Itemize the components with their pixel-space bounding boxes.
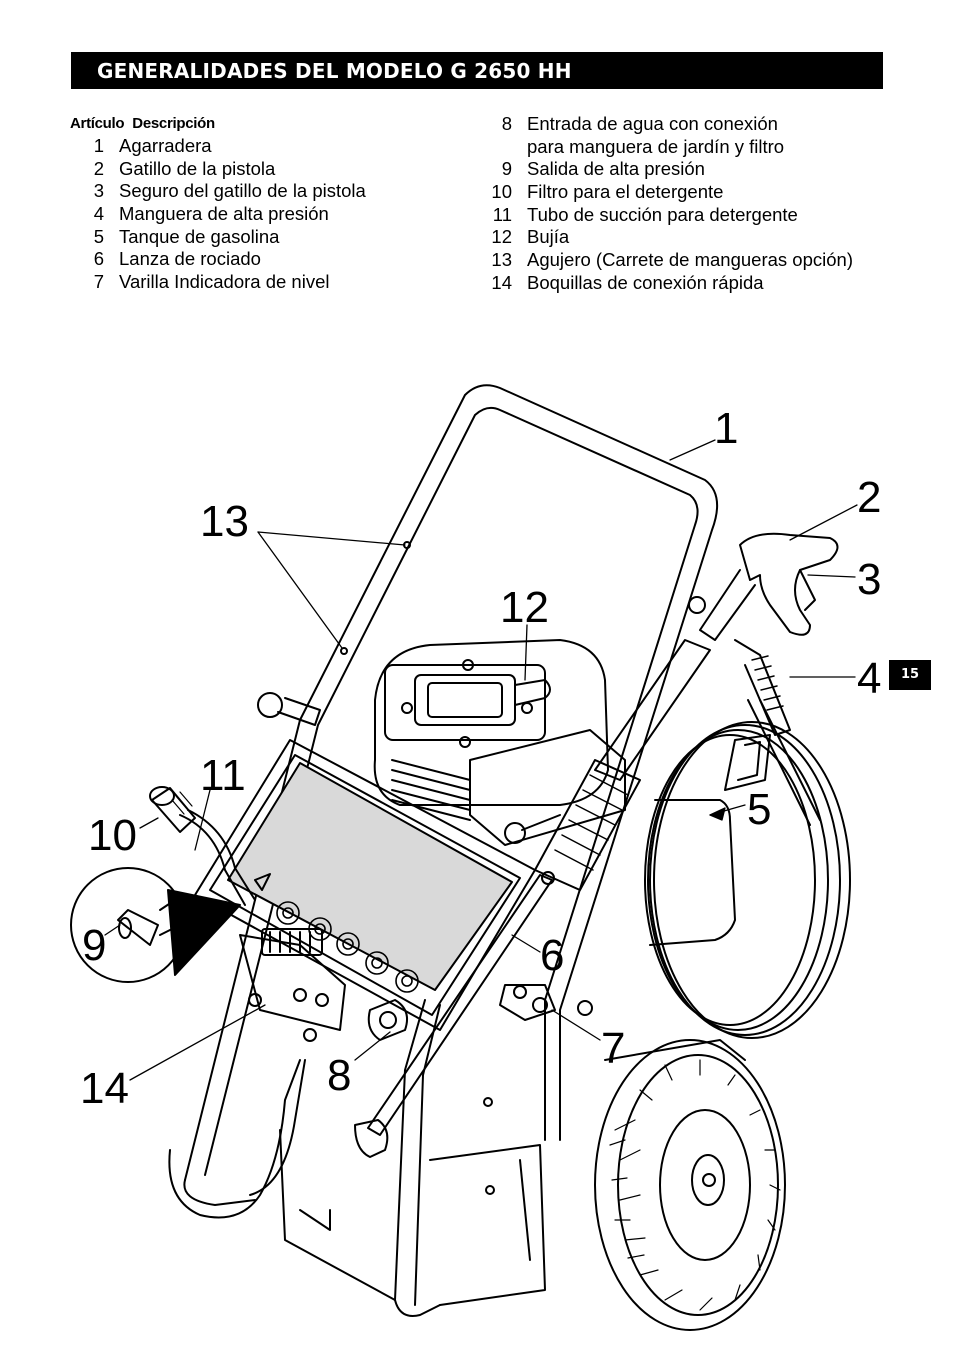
part-description: Agujero (Carrete de mangueras opción) <box>527 249 853 271</box>
part-description: Filtro para el detergente <box>527 181 724 203</box>
part-number: 3 <box>93 180 104 202</box>
part-number: 1 <box>93 135 104 156</box>
callout-6: 6 <box>540 931 564 980</box>
part-description: Agarradera <box>119 135 212 156</box>
callout-8: 8 <box>327 1051 351 1100</box>
callout-7: 7 <box>601 1024 625 1073</box>
callout-1: 1 <box>714 404 738 453</box>
callout-12: 12 <box>500 583 549 632</box>
fuel-tank <box>649 799 736 946</box>
base <box>279 1039 746 1306</box>
article-column-header: Artículo <box>70 115 125 132</box>
callout-3: 3 <box>857 555 881 604</box>
part-description: Entrada de agua con conexión <box>527 113 778 134</box>
callout-numbers: 1 2 3 4 5 6 7 8 9 10 11 12 13 14 <box>80 404 881 1113</box>
callout-14: 14 <box>80 1064 129 1113</box>
description-column-header: Descripción <box>132 115 215 132</box>
part-description: Seguro del gatillo de la pistola <box>119 180 366 202</box>
wheel <box>594 1039 786 1331</box>
callout-13: 13 <box>200 497 249 546</box>
part-number: 9 <box>501 158 512 180</box>
page-number: 15 <box>900 667 920 682</box>
part-number: 11 <box>492 203 512 225</box>
pump <box>239 928 593 1042</box>
part-description: Tubo de succión para detergente <box>527 203 798 225</box>
control-panel <box>194 739 536 1031</box>
part-number: 2 <box>93 157 104 179</box>
part-description: Gatillo de la pistola <box>119 157 276 179</box>
page-number-tab: 15 <box>889 660 931 690</box>
pressure-washer-illustration: 1 2 3 4 5 6 7 8 9 10 11 12 13 14 <box>70 384 881 1331</box>
callout-11: 11 <box>200 751 246 800</box>
part-description: Manguera de alta presión <box>119 203 329 225</box>
part-number: 8 <box>501 113 512 134</box>
callout-5: 5 <box>747 785 771 834</box>
part-description: Salida de alta presión <box>527 158 705 180</box>
part-number: 13 <box>491 249 512 271</box>
outlet-detail-inset <box>70 867 241 983</box>
part-number: 7 <box>93 271 104 293</box>
part-number: 6 <box>93 248 104 270</box>
section-title: GENERALIDADES DEL MODELO G 2650 HH <box>97 59 572 83</box>
leader-lines <box>104 439 858 1081</box>
callout-10: 10 <box>88 811 137 860</box>
part-number: 14 <box>491 271 512 293</box>
part-description: Boquillas de conexión rápida <box>527 271 764 293</box>
detergent-tube <box>149 786 256 906</box>
part-description: Tanque de gasolina <box>119 225 280 247</box>
part-description: Varilla Indicadora de nivel <box>119 271 330 293</box>
part-description: Bujía <box>527 226 570 248</box>
callout-2: 2 <box>857 473 881 522</box>
hose-coil <box>644 699 851 1039</box>
part-number: 12 <box>491 226 512 248</box>
spray-gun <box>354 532 839 1158</box>
part-number: 10 <box>491 181 512 203</box>
part-number: 4 <box>93 203 104 225</box>
frame-handle <box>168 384 719 1317</box>
part-number: 5 <box>93 225 104 247</box>
part-description: Lanza de rociado <box>119 248 261 270</box>
callout-4: 4 <box>857 654 881 703</box>
part-description: para manguera de jardín y filtro <box>527 135 785 157</box>
section-header: GENERALIDADES DEL MODELO G 2650 HH <box>71 52 883 89</box>
column-headers: Artículo Descripción <box>70 115 223 132</box>
engine <box>257 639 626 846</box>
callout-9: 9 <box>82 921 106 970</box>
